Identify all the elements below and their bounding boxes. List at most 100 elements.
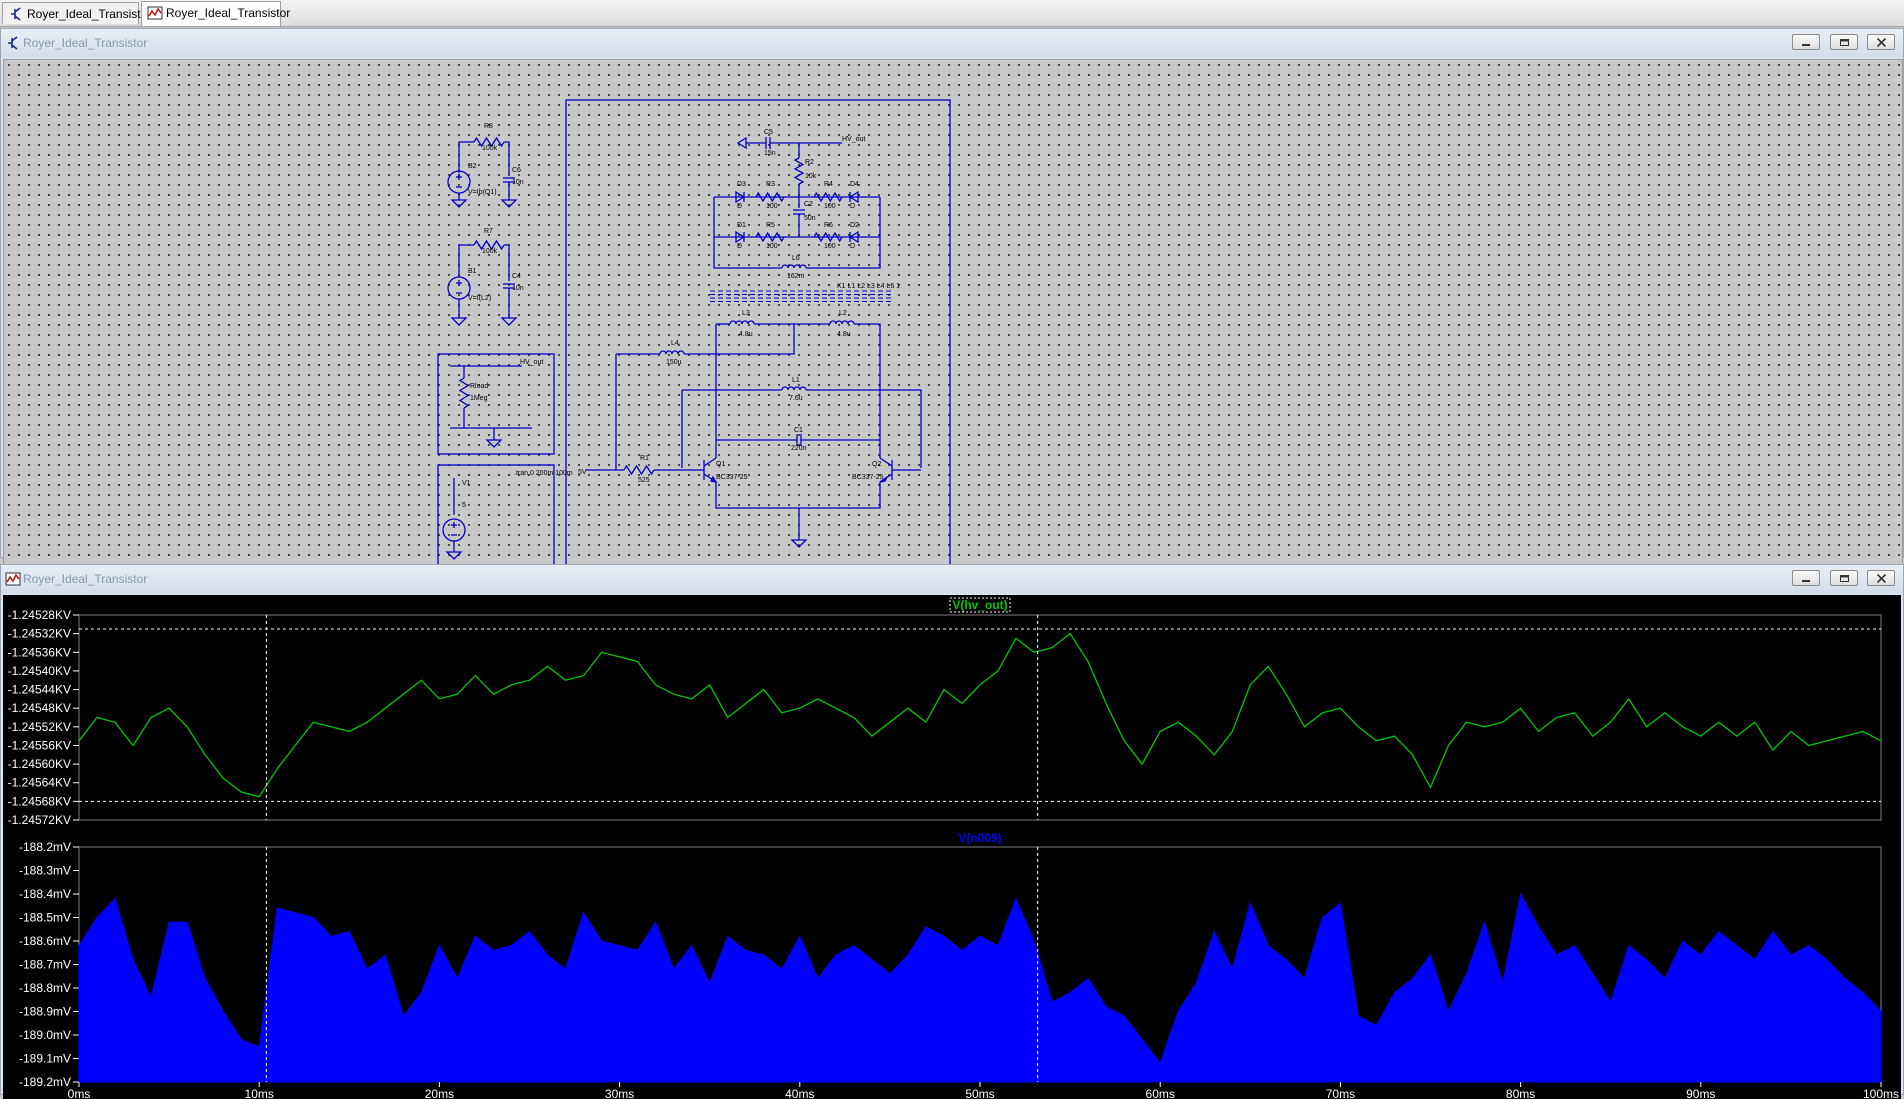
minimize-button[interactable] — [1792, 34, 1821, 50]
ground-symbol — [445, 551, 463, 560]
component-value-label: V=Ib(Q1) — [468, 189, 497, 196]
resistor-symbol — [755, 231, 785, 243]
window-controls — [1786, 34, 1895, 52]
component-ref-label: C6 — [512, 167, 521, 174]
wire — [684, 324, 795, 355]
component-ref-label: R6 — [824, 222, 833, 229]
waveform-icon — [147, 6, 163, 20]
component-value-label: D — [850, 203, 855, 210]
component-value-label: D — [737, 243, 742, 250]
wire — [458, 244, 474, 277]
x-tick-label: 60ms — [1146, 1087, 1175, 1099]
component-ref-label: L1 — [792, 377, 800, 384]
close-button[interactable] — [1867, 34, 1895, 50]
component-value-label: 1Meg — [470, 395, 488, 402]
component-ref-label: R7 — [484, 228, 493, 235]
close-icon — [1876, 38, 1887, 47]
x-tick-label: 100ms — [1863, 1087, 1899, 1099]
schematic-window-titlebar[interactable]: Royer_Ideal_Transistor — [1, 29, 1903, 57]
component-value-label: 150u — [666, 359, 682, 366]
component-value-label: 10n — [512, 179, 524, 186]
y-tick-label: -1.24568KV — [8, 794, 71, 808]
frame-load — [437, 353, 555, 455]
component-value-label: 5 — [462, 502, 466, 509]
transistor-arrow — [710, 475, 718, 483]
net-label-supply: 5V — [578, 469, 587, 476]
y-tick-label: -188.2mV — [19, 840, 71, 854]
waveform-plot-area[interactable]: V(hv_out)-1.24528KV-1.24532KV-1.24536KV-… — [3, 595, 1901, 1099]
component-ref-label: D2 — [850, 222, 859, 229]
x-tick-label: 10ms — [245, 1087, 274, 1099]
resistor-symbol — [793, 157, 805, 185]
component-ref-label: C5 — [764, 129, 773, 136]
maximize-button[interactable] — [1829, 570, 1858, 586]
component-ref-label: C2 — [804, 201, 813, 208]
component-ref-label: L6 — [792, 255, 800, 262]
net-flag-arrow — [736, 136, 747, 150]
ground-symbol — [500, 317, 518, 326]
inductor-symbol — [729, 320, 755, 325]
component-ref-label: R5 — [766, 222, 775, 229]
wire — [458, 141, 474, 173]
inductor-symbol — [659, 350, 685, 355]
component-ref-label: R4 — [824, 181, 833, 188]
y-tick-label: -188.4mV — [19, 887, 71, 901]
component-value-label: 4.8u — [739, 331, 753, 338]
component-value-label: 525 — [638, 477, 650, 484]
component-ref-label: B1 — [468, 268, 477, 275]
component-value-label: 162m — [787, 273, 805, 280]
tab-waveform[interactable]: Royer_Ideal_Transistor — [141, 1, 290, 26]
tab-label: Royer_Ideal_Transistor — [166, 6, 291, 20]
schematic-icon — [8, 36, 18, 50]
component-ref-label: B2 — [468, 163, 477, 170]
net-label-hv-out: HV_out — [520, 359, 543, 366]
tab-schematic[interactable]: Royer_Ideal_Transistor — [2, 2, 151, 24]
component-ref-label: D4 — [850, 181, 859, 188]
window-controls — [1786, 570, 1895, 588]
resistor-symbol — [473, 239, 505, 251]
diode-symbol — [848, 230, 859, 244]
close-button[interactable] — [1867, 570, 1895, 586]
y-tick-label: -189.2mV — [19, 1075, 71, 1089]
x-tick-label: 50ms — [965, 1087, 994, 1099]
y-tick-label: -188.5mV — [19, 911, 71, 925]
trace-title: V(hv_out) — [952, 598, 1007, 612]
y-tick-label: -188.3mV — [19, 864, 71, 878]
transistor-arrow — [879, 476, 888, 483]
component-value-label: 10k — [805, 173, 817, 180]
ground-symbol — [450, 199, 468, 208]
waveform-plot: V(hv_out)-1.24528KV-1.24532KV-1.24536KV-… — [8, 597, 1899, 1099]
component-ref-label: C4 — [512, 273, 521, 280]
wire — [854, 323, 881, 390]
y-tick-label: -1.24560KV — [8, 757, 71, 771]
minimize-button[interactable] — [1792, 570, 1821, 586]
y-tick-label: -188.9mV — [19, 1005, 71, 1019]
component-ref-label: V1 — [462, 480, 471, 487]
x-tick-label: 70ms — [1326, 1087, 1355, 1099]
x-tick-label: 40ms — [785, 1087, 814, 1099]
component-value-label: D — [737, 203, 742, 210]
ground-symbol — [500, 199, 518, 208]
component-ref-label: Q1 — [716, 461, 725, 468]
spice-directive: K1 L1 L2 L3 L4 L6 1 — [837, 283, 900, 290]
y-tick-label: -1.24556KV — [8, 738, 71, 752]
minimize-icon — [1802, 580, 1811, 582]
wire — [504, 141, 510, 175]
net-label-hv-out: HV_out — [842, 136, 865, 143]
component-ref-label: Q2 — [872, 461, 881, 468]
x-tick-label: 30ms — [605, 1087, 634, 1099]
inductor-symbol — [829, 320, 855, 325]
waveform-window-titlebar[interactable]: Royer_Ideal_Transistor — [1, 565, 1903, 593]
component-value-label: 100 — [824, 243, 836, 250]
tab-label: Royer_Ideal_Transistor — [27, 7, 152, 21]
component-ref-label: D3 — [737, 181, 746, 188]
maximize-button[interactable] — [1829, 34, 1858, 50]
transistor-collector — [879, 457, 893, 467]
component-ref-label: L3 — [742, 310, 750, 317]
component-ref-label: L2 — [839, 310, 847, 317]
x-tick-label: 0ms — [68, 1087, 91, 1099]
component-value-label: 100 — [824, 203, 836, 210]
y-tick-label: -189.0mV — [19, 1028, 71, 1042]
